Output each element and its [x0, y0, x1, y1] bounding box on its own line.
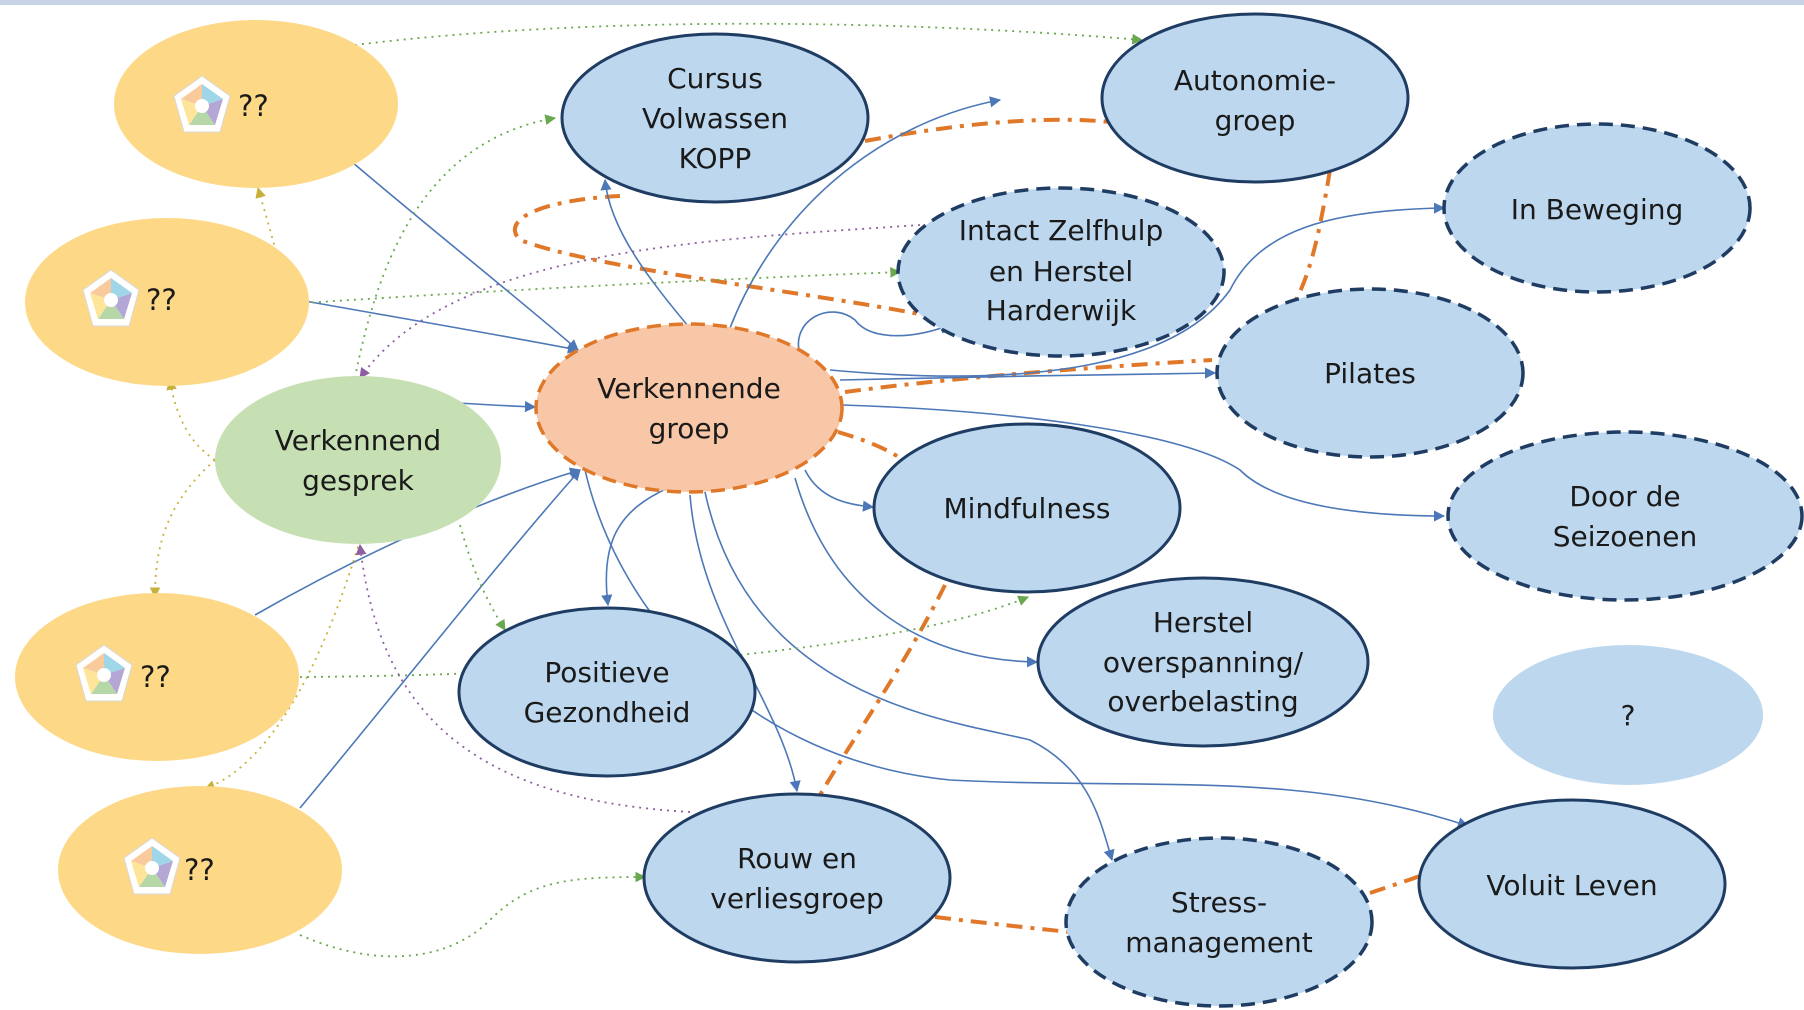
arrow-groep-mindfulness	[804, 469, 875, 512]
arrow-groep-pilates	[839, 367, 1217, 381]
node-label-line-1: ?	[1621, 699, 1636, 732]
node-label-line-1: Autonomie-	[1174, 64, 1336, 97]
orange-link-rouw-stress	[934, 915, 1071, 934]
unknown-node-label: ??	[140, 660, 171, 694]
positieve-gezondheid-icon	[82, 269, 140, 327]
node-label-line-1: In Beweging	[1511, 193, 1684, 226]
orange-link-kopp-autonomie	[864, 117, 1111, 143]
arrow-groep-herstel	[794, 477, 1039, 668]
arrow-groep-inbeweging	[829, 202, 1446, 377]
node-stress-management[interactable]: Stress- management	[1064, 836, 1374, 1008]
dotted-gesprek-u2	[166, 378, 216, 461]
node-intact-zelfhulp[interactable]: Intact Zelfhulp en Herstel Harderwijk	[896, 186, 1226, 358]
unknown-node-1[interactable]: ??	[114, 20, 398, 188]
dotted-intact-gesprek	[359, 224, 921, 379]
node-label-line-2: Seizoenen	[1553, 520, 1698, 553]
dotted-gesprek-positieve	[459, 524, 506, 631]
orange-link-groep-mindfulness	[837, 430, 902, 460]
node-label-line-1: Pilates	[1324, 357, 1416, 390]
arrow-groep-voluit	[584, 469, 1470, 829]
node-label-line-1: Herstel	[1153, 606, 1253, 639]
node-label-line-2: management	[1125, 926, 1313, 959]
positieve-gezondheid-icon	[173, 75, 231, 133]
node-label-line-1: Mindfulness	[944, 492, 1111, 525]
node-label-line-1: Verkennend	[275, 424, 441, 457]
dotted-u2-intact	[304, 266, 902, 304]
arrow-u1-groep	[351, 161, 579, 351]
node-label-line-1: Verkennende	[597, 372, 781, 405]
node-rouw-verlies[interactable]: Rouw en verliesgroep	[642, 792, 952, 964]
node-label-line-2: groep	[649, 412, 730, 445]
node-mindfulness[interactable]: Mindfulness	[872, 422, 1182, 594]
arrow-gesprek-groep	[457, 401, 537, 413]
unknown-node-2[interactable]: ??	[25, 218, 309, 386]
node-question[interactable]: ?	[1493, 645, 1763, 785]
unknown-node-label: ??	[238, 89, 269, 123]
node-label-line-2: groep	[1215, 104, 1296, 137]
orange-link-autonomie-pilates	[1288, 169, 1332, 312]
node-label-line-1: Intact Zelfhulp	[959, 214, 1164, 247]
node-label-line-2: verliesgroep	[710, 882, 883, 915]
node-label-line-1: Stress-	[1171, 886, 1267, 919]
node-positieve-gezondheid[interactable]: Positieve Gezondheid	[457, 606, 757, 778]
unknown-node-4[interactable]: ??	[58, 786, 342, 954]
node-label-line-1: Positieve	[544, 656, 669, 689]
node-label-line-3: Harderwijk	[986, 294, 1137, 327]
arrow-groep-positieve	[601, 487, 669, 607]
positieve-gezondheid-icon	[75, 644, 133, 702]
arrow-u2-groep	[304, 300, 580, 354]
dotted-u4-rouw	[299, 871, 647, 958]
orange-link-stress-voluit	[1369, 872, 1426, 895]
node-label-line-1: Rouw en	[737, 842, 857, 875]
node-label-line-2: Volwassen	[642, 102, 788, 135]
arrow-u4-groep	[299, 469, 581, 809]
top-border	[0, 0, 1804, 5]
node-autonomiegroep[interactable]: Autonomie- groep	[1100, 12, 1410, 184]
arrow-groep-intact-loop	[797, 311, 952, 356]
node-cursus-kopp[interactable]: Cursus Volwassen KOPP	[560, 32, 870, 204]
unknown-node-label: ??	[184, 853, 215, 887]
dotted-u1-autonomie	[354, 22, 1144, 46]
arrow-groep-stress	[704, 491, 1115, 862]
node-label-line-3: overbelasting	[1107, 685, 1298, 718]
node-verkennende-groep[interactable]: Verkennende groep	[534, 322, 844, 494]
node-label-line-1: Cursus	[667, 62, 763, 95]
unknown-node-label: ??	[146, 283, 177, 317]
orange-link-loop-kopp	[512, 194, 941, 320]
dotted-u3-mindfulness	[299, 595, 1029, 678]
node-verkennend-gesprek[interactable]: Verkennend gesprek	[215, 376, 501, 544]
unknown-node-3[interactable]: ??	[15, 593, 299, 761]
node-label-line-2: overspanning/	[1103, 646, 1304, 679]
orange-link-mindfulness-rouw	[818, 584, 947, 797]
node-voluit-leven[interactable]: Voluit Leven	[1417, 798, 1727, 970]
dotted-gesprek-kopp	[354, 114, 557, 379]
node-label-line-2: en Herstel	[989, 255, 1133, 288]
node-door-de-seizoenen[interactable]: Door de Seizoenen	[1446, 430, 1804, 602]
node-herstel-overspanning[interactable]: Herstel overspanning/ overbelasting	[1036, 576, 1370, 748]
node-label-line-2: Gezondheid	[524, 696, 691, 729]
connectors	[149, 22, 1470, 958]
node-label-line-1: Door de	[1569, 480, 1680, 513]
orange-link-groep-pilates	[844, 358, 1213, 394]
node-label-line-2: gesprek	[302, 464, 414, 497]
arrow-groep-seizoenen	[841, 404, 1446, 522]
arrow-groep-autonomie	[729, 96, 1002, 329]
dotted-gesprek-u3	[149, 459, 216, 599]
positieve-gezondheid-icon	[123, 837, 181, 895]
node-in-beweging[interactable]: In Beweging	[1442, 122, 1752, 294]
node-label-line-3: KOPP	[679, 142, 752, 175]
node-pilates[interactable]: Pilates	[1215, 287, 1525, 459]
arrow-groep-kopp	[600, 178, 689, 327]
node-label-line-1: Voluit Leven	[1486, 869, 1657, 902]
